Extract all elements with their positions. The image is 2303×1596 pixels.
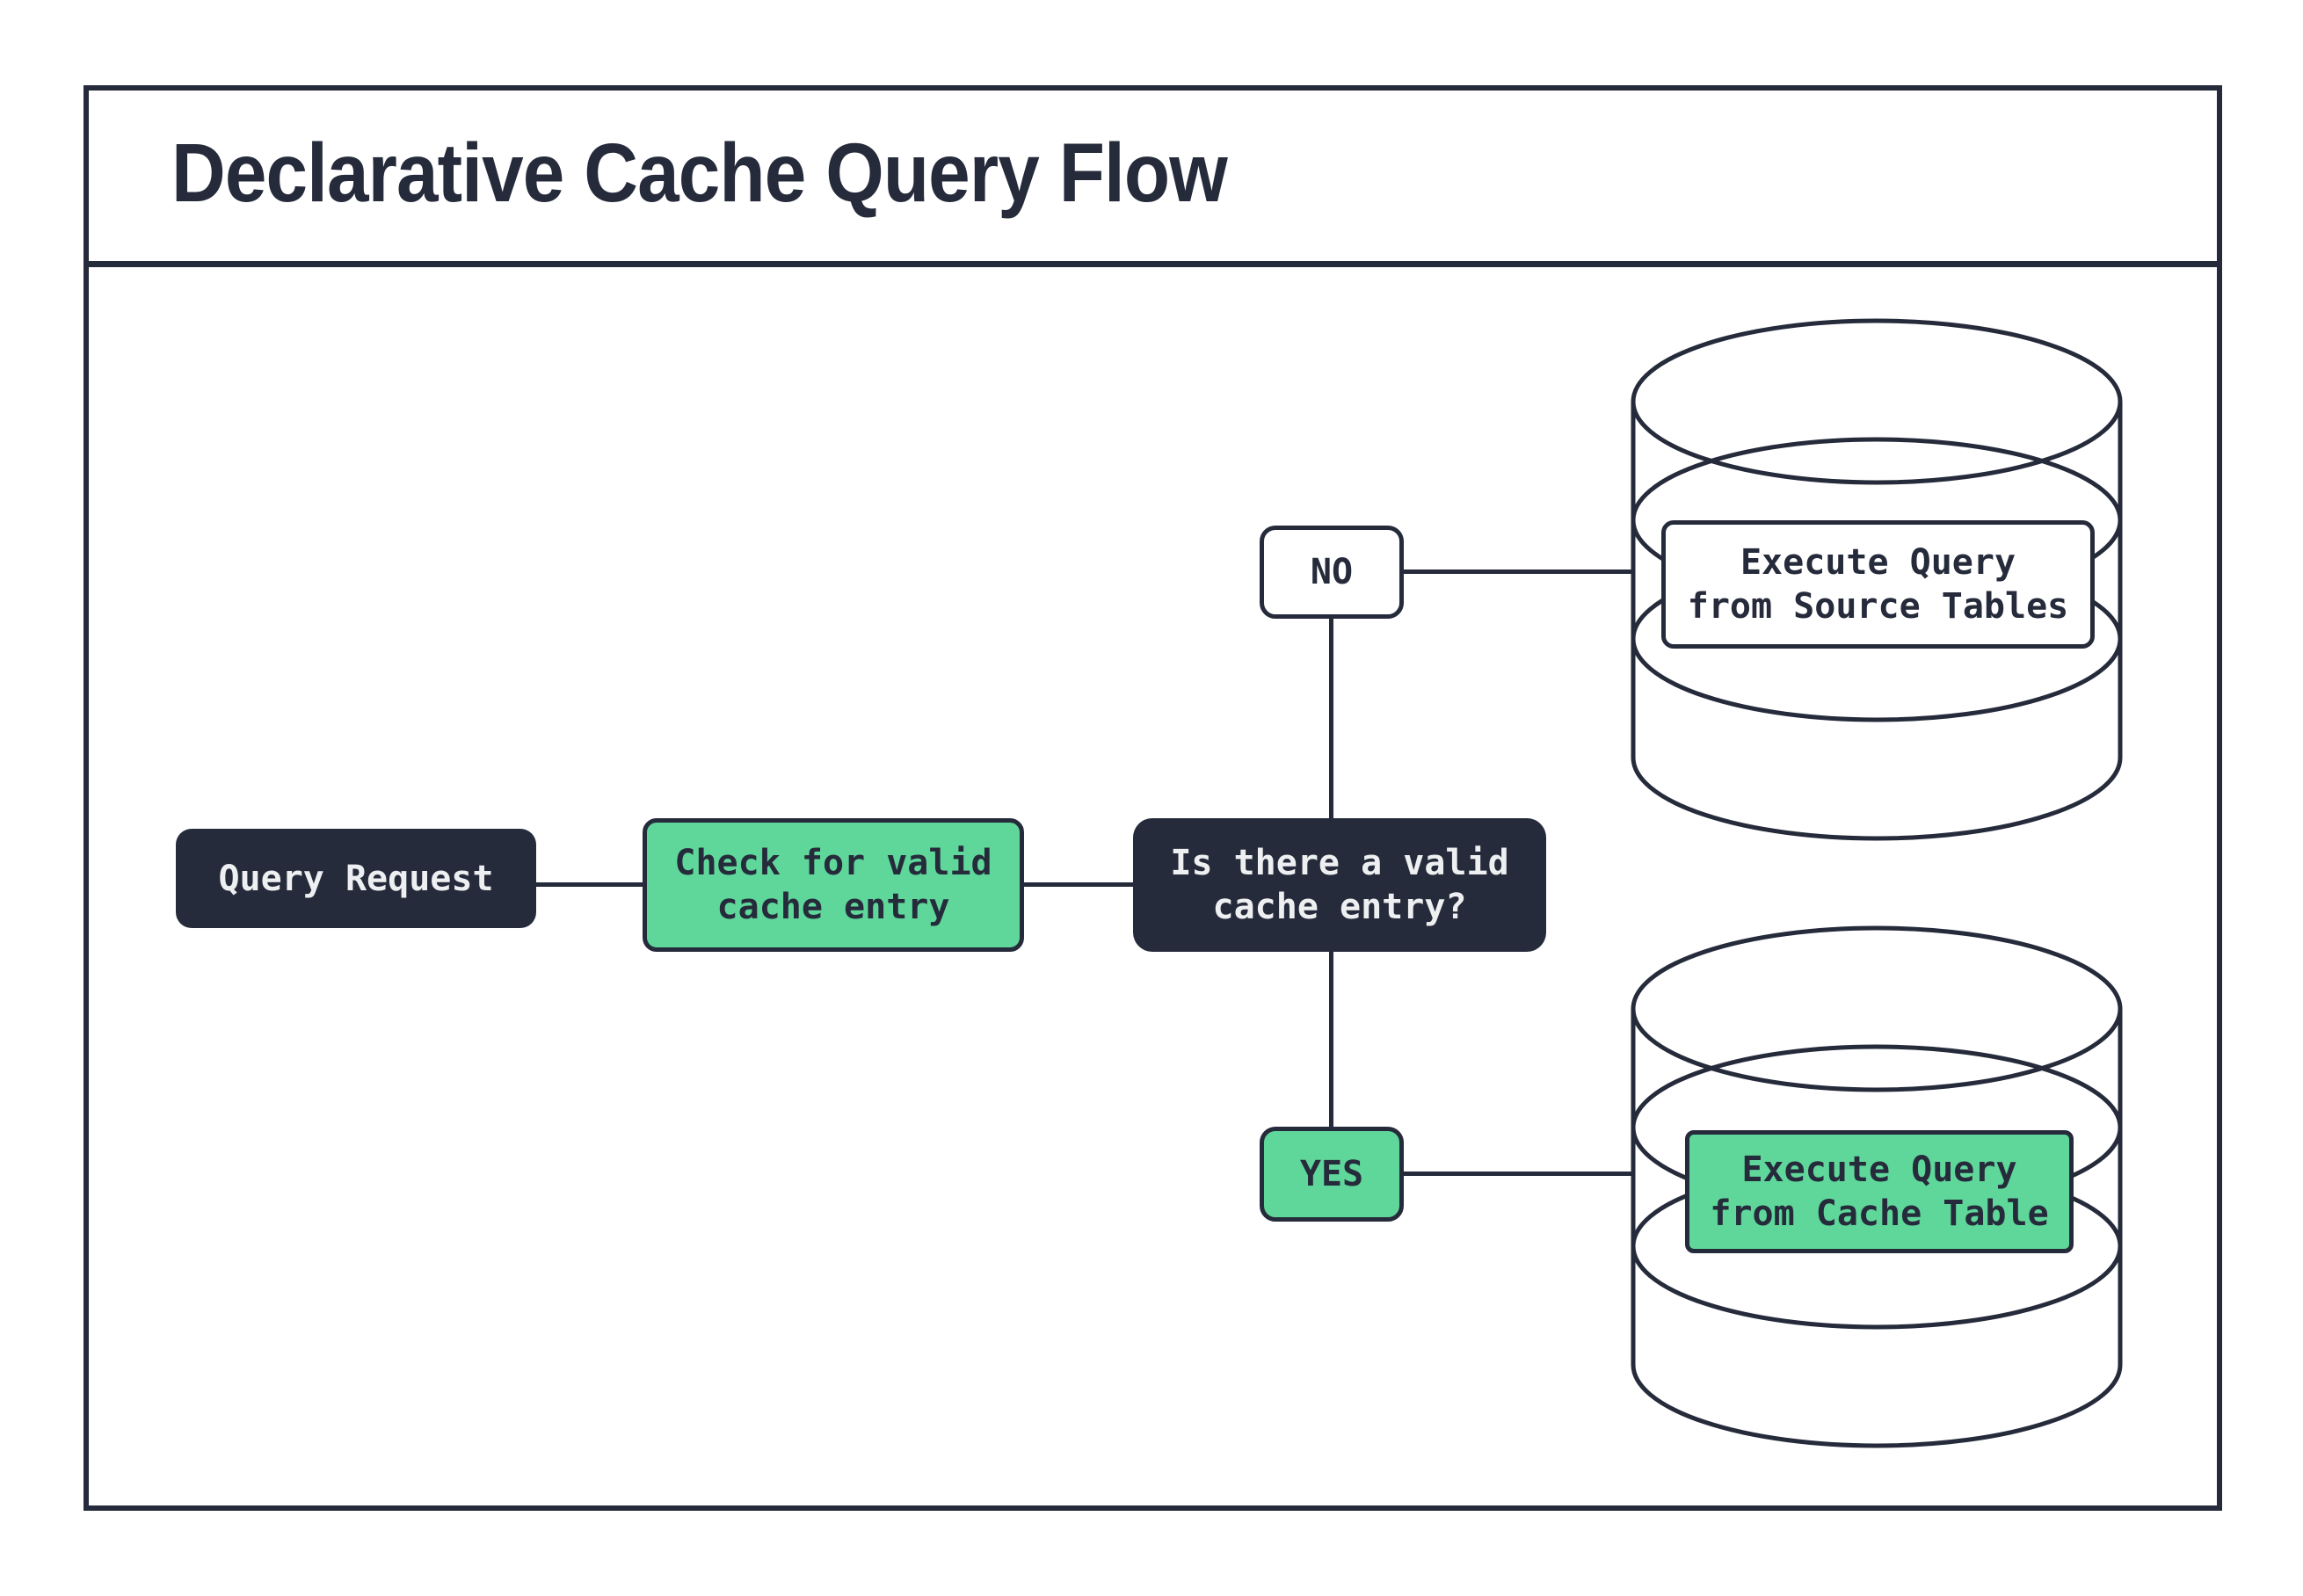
db-top-ellipse xyxy=(1631,318,2123,485)
node-yes-label: YES xyxy=(1260,1127,1404,1222)
db-bottom-arc xyxy=(1631,757,2123,841)
db-bottom-arc xyxy=(1631,1364,2123,1448)
connector-no-to-source-db xyxy=(1402,569,1634,574)
node-no-label: NO xyxy=(1260,526,1404,619)
page-title: Declarative Cache Query Flow xyxy=(171,85,1344,261)
node-source-db-label: Execute Query from Source Tables xyxy=(1661,520,2095,649)
connector-yes-to-cache-db xyxy=(1402,1172,1634,1176)
connector-check-to-decision xyxy=(1022,882,1135,887)
diagram-frame xyxy=(84,85,2222,1511)
connector-decision-to-yes xyxy=(1329,950,1333,1128)
page-title-text: Declarative Cache Query Flow xyxy=(171,126,1228,220)
node-decision: Is there a valid cache entry? xyxy=(1133,818,1546,952)
node-check-cache: Check for valid cache entry xyxy=(643,818,1024,952)
node-query-request: Query Request xyxy=(176,829,536,928)
connector-decision-to-no xyxy=(1329,617,1333,820)
title-divider xyxy=(84,261,2222,267)
db-top-ellipse xyxy=(1631,925,2123,1092)
node-cache-db-label: Execute Query from Cache Table xyxy=(1685,1130,2074,1253)
connector-query-to-check xyxy=(534,882,644,887)
